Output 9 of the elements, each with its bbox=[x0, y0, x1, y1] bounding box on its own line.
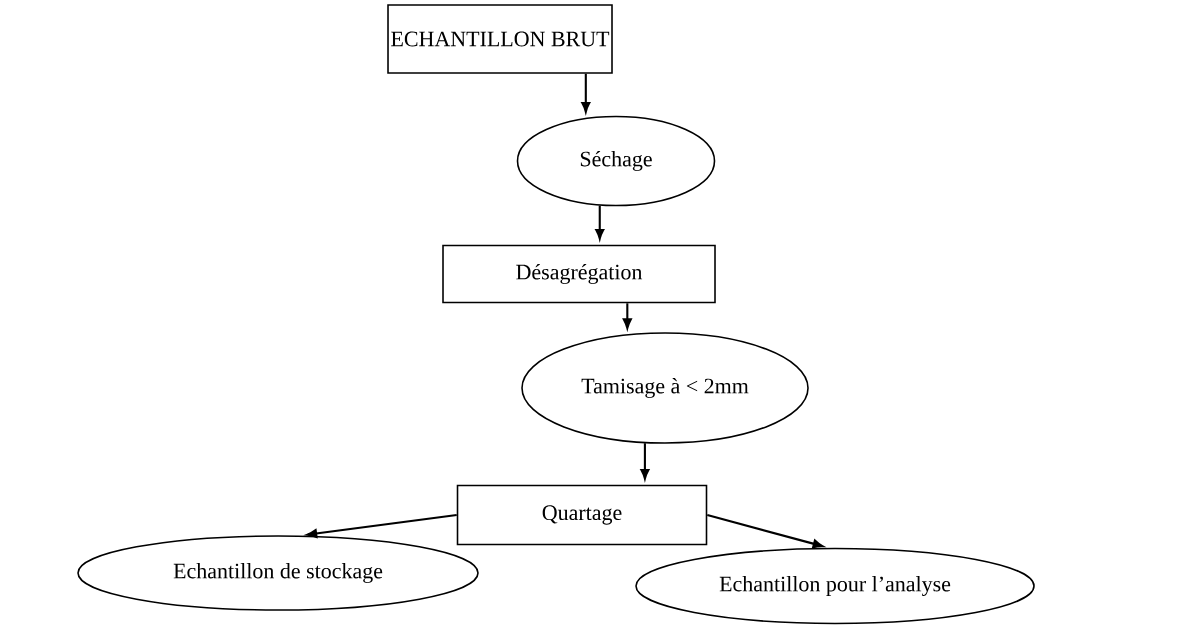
arrow bbox=[622, 303, 632, 330]
arrow bbox=[640, 443, 650, 480]
process-box: ECHANTILLON BRUT bbox=[387, 4, 613, 74]
process-box: Quartage bbox=[456, 484, 708, 546]
arrow bbox=[306, 513, 457, 538]
arrow bbox=[595, 205, 605, 240]
arrow bbox=[707, 513, 824, 549]
process-box: Désagrégation bbox=[442, 244, 716, 304]
arrow bbox=[581, 73, 591, 113]
